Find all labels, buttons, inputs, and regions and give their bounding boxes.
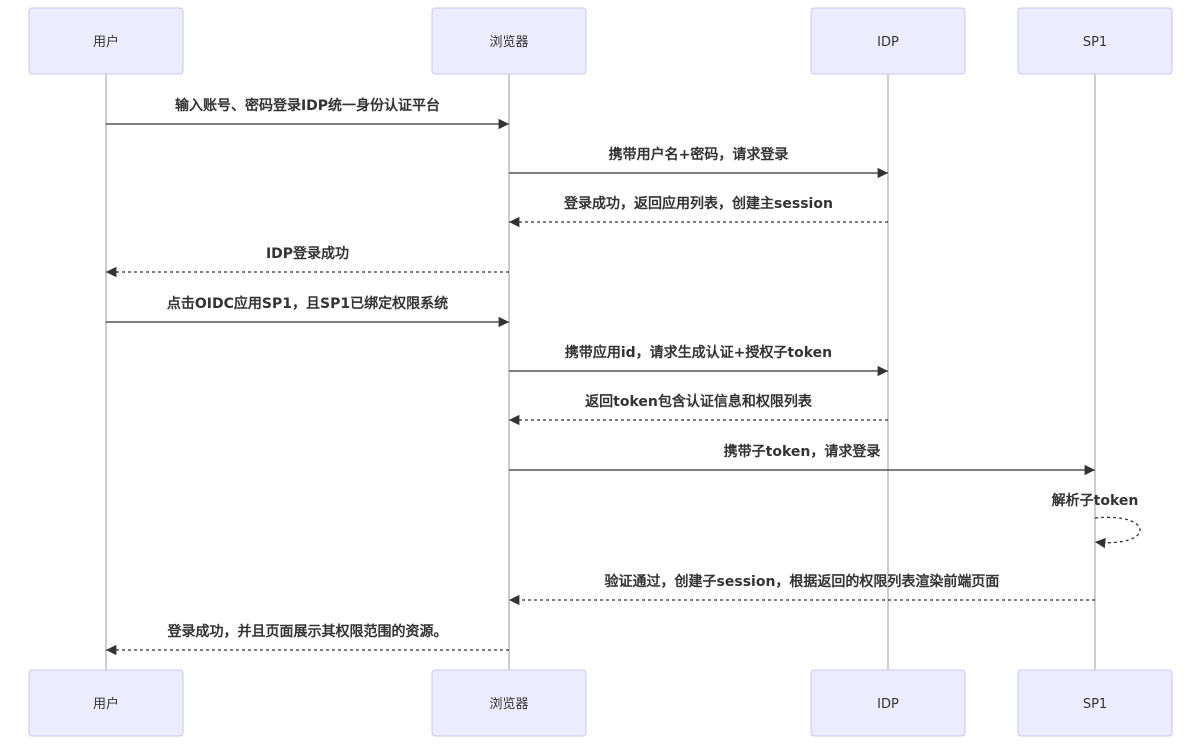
actor-label: SP1 bbox=[1083, 697, 1107, 712]
actor-label: IDP bbox=[877, 697, 899, 712]
actor-box-sp1-top: SP1 bbox=[1017, 7, 1173, 75]
actor-box-idp-bottom: IDP bbox=[810, 669, 966, 737]
actor-rect bbox=[810, 669, 966, 737]
actor-box-user-bottom: 用户 bbox=[28, 669, 184, 737]
message-label: 点击OIDC应用SP1，且SP1已绑定权限系统 bbox=[167, 295, 448, 312]
message-label: 解析子token bbox=[1052, 492, 1139, 509]
message-4: IDP登录成功 bbox=[106, 245, 509, 278]
message-3: 登录成功，返回应用列表，创建主session bbox=[509, 195, 888, 228]
actor-rect bbox=[28, 669, 184, 737]
message-7: 返回token包含认证信息和权限列表 bbox=[509, 393, 888, 426]
actor-label: 浏览器 bbox=[489, 696, 528, 712]
actor-rect bbox=[431, 669, 587, 737]
actor-rect bbox=[1017, 7, 1173, 75]
actor-rect bbox=[28, 7, 184, 75]
actor-label: 用户 bbox=[93, 696, 119, 712]
actor-label: 用户 bbox=[93, 34, 119, 50]
actor-box-sp1-bottom: SP1 bbox=[1017, 669, 1173, 737]
message-11: 登录成功，并且页面展示其权限范围的资源。 bbox=[106, 623, 509, 656]
actor-label: SP1 bbox=[1083, 35, 1107, 50]
actor-box-user-top: 用户 bbox=[28, 7, 184, 75]
self-message-arrow bbox=[1094, 516, 1141, 549]
actor-box-browser-bottom: 浏览器 bbox=[431, 669, 587, 737]
message-9: 解析子token bbox=[1052, 492, 1141, 549]
message-label: 登录成功，返回应用列表，创建主session bbox=[563, 195, 833, 212]
actor-box-idp-top: IDP bbox=[810, 7, 966, 75]
actor-label: 浏览器 bbox=[489, 34, 528, 50]
actor-rect bbox=[431, 7, 587, 75]
message-label: 返回token包含认证信息和权限列表 bbox=[585, 393, 813, 410]
message-label: 携带应用id，请求生成认证+授权子token bbox=[565, 344, 832, 361]
message-label: 验证通过，创建子session，根据返回的权限列表渲染前端页面 bbox=[605, 573, 1000, 590]
message-10: 验证通过，创建子session，根据返回的权限列表渲染前端页面 bbox=[509, 573, 1095, 606]
actor-box-browser-top: 浏览器 bbox=[431, 7, 587, 75]
actor-label: IDP bbox=[877, 35, 899, 50]
actor-rect bbox=[1017, 669, 1173, 737]
message-6: 携带应用id，请求生成认证+授权子token bbox=[509, 344, 888, 377]
message-label: 携带用户名+密码，请求登录 bbox=[609, 146, 789, 163]
message-2: 携带用户名+密码，请求登录 bbox=[509, 146, 888, 179]
message-label: IDP登录成功 bbox=[266, 245, 349, 262]
message-label: 输入账号、密码登录IDP统一身份认证平台 bbox=[175, 97, 440, 114]
message-5: 点击OIDC应用SP1，且SP1已绑定权限系统 bbox=[106, 295, 509, 328]
actor-rect bbox=[810, 7, 966, 75]
message-label: 登录成功，并且页面展示其权限范围的资源。 bbox=[167, 623, 448, 640]
message-8: 携带子token，请求登录 bbox=[509, 443, 1095, 476]
message-label: 携带子token，请求登录 bbox=[724, 443, 881, 460]
message-1: 输入账号、密码登录IDP统一身份认证平台 bbox=[106, 97, 509, 130]
